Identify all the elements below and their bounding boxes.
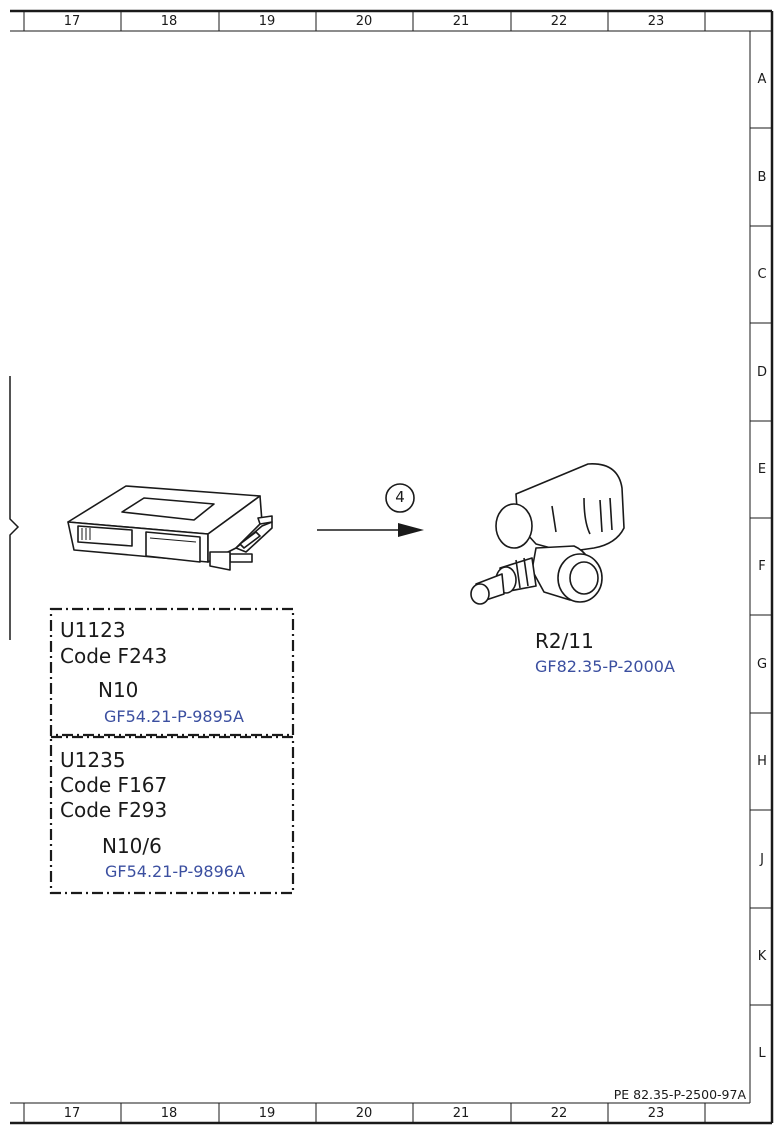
column-label-19: 19 [258, 14, 276, 29]
box1-line-2: Code F243 [60, 644, 168, 668]
column-label-20: 20 [355, 14, 373, 29]
box1-line-1: U1123 [60, 618, 126, 642]
row-label-h: H [757, 754, 767, 769]
row-label-f: F [758, 559, 766, 574]
box2-line-3: Code F293 [60, 798, 168, 822]
column-label-22: 22 [550, 14, 568, 29]
document-id: PE 82.35-P-2500-97A [613, 1087, 746, 1102]
box1-reference-link[interactable]: GF54.21-P-9895A [104, 707, 244, 726]
box-u1235 [49, 735, 295, 895]
control-unit-illustration [67, 485, 273, 571]
column-label-22-bottom: 22 [550, 1106, 568, 1121]
column-label-21-bottom: 21 [452, 1106, 470, 1121]
row-label-k: K [757, 949, 767, 964]
arrow-marker-number: 4 [395, 488, 405, 506]
column-label-17-bottom: 17 [63, 1106, 81, 1121]
box2-line-2: Code F167 [60, 773, 168, 797]
column-label-18: 18 [160, 14, 178, 29]
row-label-e: E [757, 462, 767, 477]
arrow-right-icon [317, 483, 424, 537]
column-label-23-bottom: 23 [647, 1106, 665, 1121]
column-label-20-bottom: 20 [355, 1106, 373, 1121]
row-label-c: C [757, 267, 767, 282]
row-label-d: D [756, 365, 767, 380]
sensor-component-label: R2/11 [535, 629, 594, 653]
row-label-g: G [756, 657, 768, 672]
box2-line-1: U1235 [60, 748, 126, 772]
row-label-l: L [758, 1046, 766, 1061]
column-label-18-bottom: 18 [160, 1106, 178, 1121]
box2-reference-link[interactable]: GF54.21-P-9896A [105, 862, 245, 881]
box1-component-label: N10 [98, 678, 139, 702]
column-label-17: 17 [63, 14, 81, 29]
box2-component-label: N10/6 [102, 834, 162, 858]
sensor-illustration [470, 463, 625, 605]
sensor-reference-link[interactable]: GF82.35-P-2000A [535, 657, 675, 676]
row-label-b: B [757, 170, 767, 185]
box-u1123 [49, 607, 295, 737]
column-label-19-bottom: 19 [258, 1106, 276, 1121]
column-label-23: 23 [647, 14, 665, 29]
column-label-21: 21 [452, 14, 470, 29]
row-label-a: A [757, 72, 767, 87]
row-label-j: J [760, 852, 764, 867]
